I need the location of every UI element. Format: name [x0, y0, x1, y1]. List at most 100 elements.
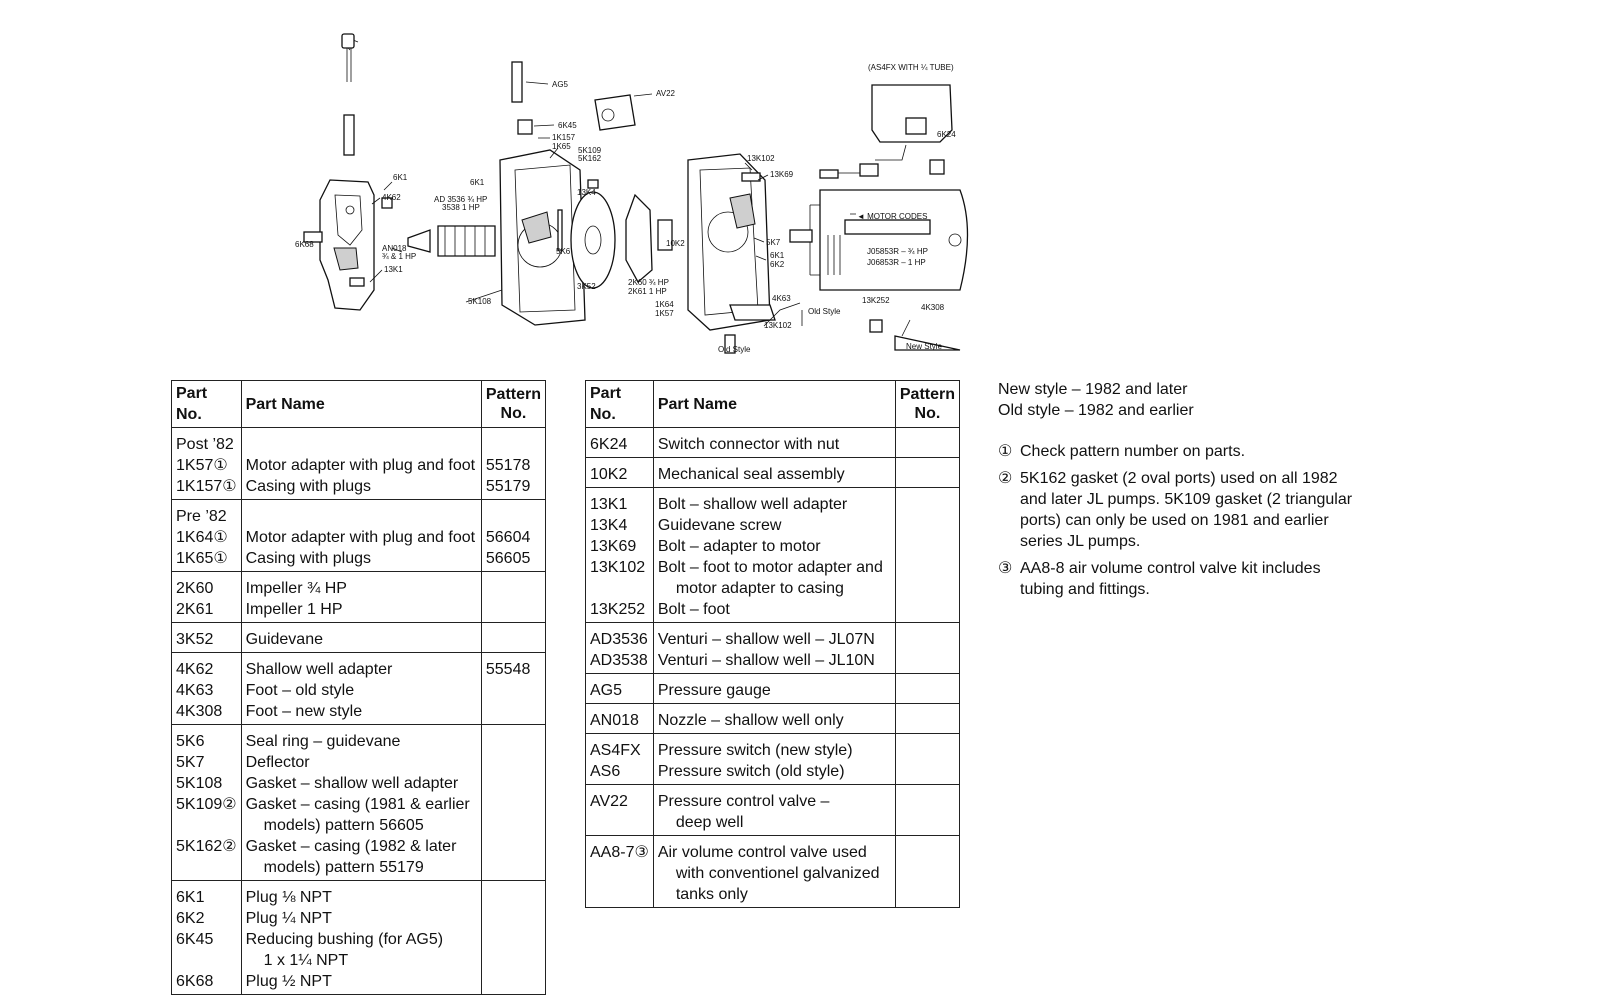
part-name-line: Guidevane — [245, 631, 323, 648]
label-an018: AN018 — [382, 244, 407, 253]
part-name-line: Plug ⅛ NPT — [245, 889, 332, 906]
part-name-line: Pressure control valve – — [657, 793, 830, 810]
pattern-no-line — [486, 752, 541, 773]
label-an018-hp: ¾ & 1 HP — [382, 252, 416, 261]
notes-panel: New style – 1982 and later Old style – 1… — [998, 379, 1378, 600]
pattern-no-line — [900, 812, 955, 833]
pattern-no-line — [486, 731, 541, 752]
footnote-item: ② 5K162 gasket (2 oval ports) used on all… — [998, 468, 1378, 552]
part-name-cell: Guidevane — [240, 622, 482, 653]
label-4k62: 4K62 — [382, 193, 401, 202]
header-part-name: Part Name — [240, 380, 482, 428]
part-name-line: Bolt – foot — [657, 601, 730, 618]
header-part-name: Part Name — [652, 380, 896, 428]
pump-casing-drawing — [499, 61, 636, 326]
part-no-line: Pre ’82 — [176, 508, 227, 525]
diagram-callouts: (AS4FX WITH ¼ TUBE) AG5 AV22 6K45 1K157 … — [295, 63, 956, 354]
part-name-line: Venturi – shallow well – JL10N — [657, 652, 875, 669]
new-style-note: New style – 1982 and later — [998, 381, 1188, 398]
pattern-no-cell — [480, 724, 547, 881]
footnote-text: AA8-8 air volume control valve kit inclu… — [1020, 558, 1378, 600]
pattern-no-line — [486, 434, 541, 455]
label-old-style-bottom: Old Style — [718, 345, 751, 354]
part-name-line: Gasket – casing (1982 & later — [245, 838, 457, 855]
pattern-no-cell — [894, 703, 961, 734]
label-ag5: AG5 — [552, 80, 569, 89]
pattern-no-line — [486, 794, 541, 815]
part-name-line: Motor adapter with plug and foot — [245, 457, 476, 474]
label-4k63: 4K63 — [772, 294, 791, 303]
shallow-well-adapter-drawing — [303, 33, 393, 311]
part-no-line: AS4FX — [590, 742, 641, 759]
part-no-cell: AN018 — [585, 703, 654, 734]
label-3k52: 3K52 — [577, 282, 596, 291]
part-name-line: Casing with plugs — [245, 478, 372, 495]
pattern-no-line — [900, 599, 955, 620]
pattern-no-line — [900, 464, 955, 485]
label-6k1-casing: 6K1 — [470, 178, 485, 187]
pattern-no-line — [486, 773, 541, 794]
part-name-line: Deflector — [245, 754, 310, 771]
pattern-no-cell — [480, 622, 547, 653]
part-name-line: deep well — [675, 814, 744, 831]
nozzle-venturi-drawing — [407, 225, 496, 257]
part-no-line: 5K7 — [176, 754, 205, 771]
part-no-line: 4K308 — [176, 703, 223, 720]
part-no-line: AA8-7③ — [590, 844, 649, 861]
label-4k308: 4K308 — [921, 303, 945, 312]
part-name-line: Shallow well adapter — [245, 661, 393, 678]
label-ad3538: 3538 1 HP — [442, 203, 480, 212]
pattern-no-cell — [894, 487, 961, 623]
label-6k1-left: 6K1 — [393, 173, 408, 182]
pattern-no-line: 55179 — [485, 478, 531, 495]
part-name-line: tanks only — [675, 886, 748, 903]
label-5k109: 5K109 — [578, 146, 602, 155]
label-2k60: 2K60 ¾ HP — [628, 278, 669, 287]
part-no-line: AG5 — [590, 682, 623, 699]
pattern-no-line — [486, 836, 541, 857]
label-2k61: 2K61 1 HP — [628, 287, 667, 296]
part-name-line: Reducing bushing (for AG5) — [245, 931, 444, 948]
label-motor-codes: ◄ MOTOR CODES — [857, 212, 927, 221]
pattern-no-line — [900, 680, 955, 701]
label-1k64: 1K64 — [655, 300, 674, 309]
part-name-cell: Pressure gauge — [652, 673, 896, 704]
part-name-line: Switch connector with nut — [657, 436, 840, 453]
part-no-line: 1K57① — [176, 457, 228, 474]
part-name-cell: Pressure switch (new style)Pressure swit… — [652, 733, 896, 785]
footnote-line: 5K162 gasket (2 oval ports) used on all … — [1020, 470, 1338, 487]
pattern-no-cell: 55548 — [480, 652, 547, 725]
label-13k102-top: 13K102 — [747, 154, 775, 163]
pattern-no-line — [486, 815, 541, 836]
pattern-no-line — [900, 740, 955, 761]
part-name-line: models) pattern 55179 — [263, 859, 424, 876]
label-new-style: New Style — [906, 342, 943, 351]
diagram-leader-lines — [369, 81, 856, 327]
part-name-line: Pressure switch (new style) — [657, 742, 853, 759]
label-6k45: 6K45 — [558, 121, 577, 130]
label-13k4: 13K4 — [577, 188, 596, 197]
footnote-marker: ① — [998, 443, 1013, 460]
label-ad3536: AD 3536 ¾ HP — [434, 195, 487, 204]
part-no-line: 13K69 — [590, 538, 637, 555]
footnote-marker: ② — [998, 470, 1013, 487]
part-no-line: 1K64① — [176, 529, 228, 546]
part-no-line: Post ’82 — [176, 436, 234, 453]
pattern-no-cell — [480, 571, 547, 623]
pattern-no-cell — [894, 784, 961, 836]
